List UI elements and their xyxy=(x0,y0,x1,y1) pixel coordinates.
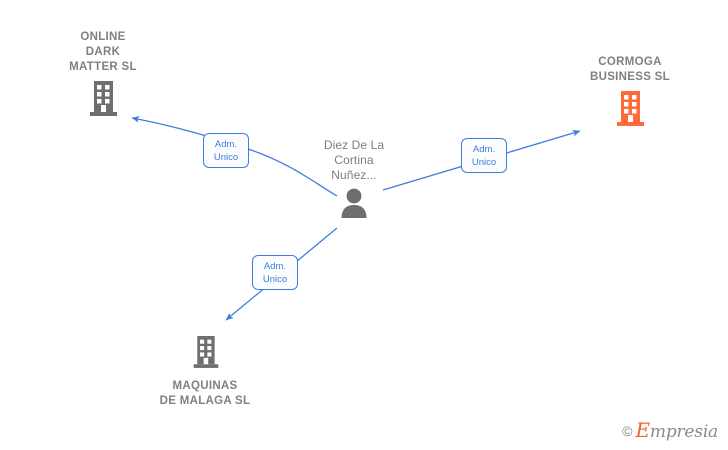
edge-label-online-dark-matter[interactable]: Adm. Unico xyxy=(203,133,249,168)
node-diez-de-la-cortina[interactable]: Diez De La Cortina Nuñez... xyxy=(269,138,439,224)
brand-name: Empresia xyxy=(636,420,719,441)
building-icon xyxy=(86,79,120,122)
node-label-cormoga-business: CORMOGA BUSINESS SL xyxy=(590,56,670,83)
node-cormoga-business[interactable]: CORMOGA BUSINESS SL xyxy=(545,55,715,132)
node-label-online-dark-matter: ONLINE DARK MATTER SL xyxy=(69,31,137,73)
node-online-dark-matter[interactable]: ONLINE DARK MATTER SL xyxy=(18,30,188,122)
edge-label-maquinas-de-malaga[interactable]: Adm. Unico xyxy=(252,255,298,290)
node-maquinas-de-malaga[interactable]: MAQUINAS DE MALAGA SL xyxy=(120,334,290,409)
node-label-diez-de-la-cortina: Diez De La Cortina Nuñez... xyxy=(323,138,385,182)
building-icon xyxy=(190,334,221,374)
copyright-icon: © xyxy=(622,422,633,439)
building-icon xyxy=(613,89,647,132)
person-icon xyxy=(337,187,371,224)
brand-initial: E xyxy=(635,418,651,442)
brand-rest: mpresia xyxy=(649,422,718,442)
empresia-watermark: © Empresia xyxy=(622,420,718,441)
node-label-maquinas-de-malaga: MAQUINAS DE MALAGA SL xyxy=(159,380,251,407)
edge-label-cormoga-business[interactable]: Adm. Unico xyxy=(461,138,507,173)
